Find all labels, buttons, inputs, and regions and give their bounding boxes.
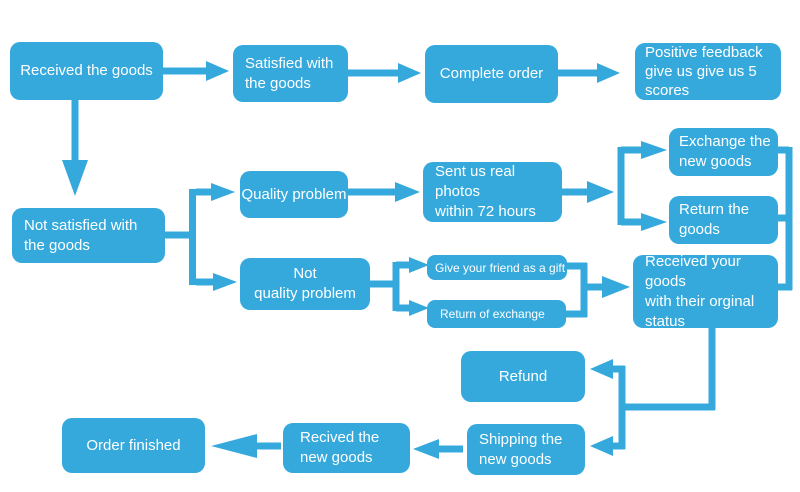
node-label: Received the goods <box>20 62 153 79</box>
arrowhead-icon <box>597 63 620 83</box>
node-label: Not satisfied with the goods <box>24 216 138 254</box>
node-return-of-exchange: Return of exchange <box>427 300 566 328</box>
arrowhead-icon <box>641 141 667 159</box>
node-label: Return the goods <box>679 201 750 238</box>
node-return-the-goods: Return the goods <box>669 196 778 244</box>
node-shipping-the-new-goods: Shipping the new goods <box>467 424 585 475</box>
node-label: Received your goods with their orginal s… <box>645 252 755 330</box>
node-label: Give your friend as a gift <box>435 260 566 275</box>
node-received-the-goods: Received the goods <box>10 42 163 100</box>
arrowhead-icon <box>211 183 235 201</box>
node-label: Return of exchange <box>440 307 545 321</box>
node-give-your-friend-as-a-gift: Give your friend as a gift <box>427 255 567 280</box>
arrowhead-icon <box>590 436 613 456</box>
node-quality-problem: Quality problem <box>240 171 348 218</box>
arrowhead-icon <box>398 63 421 83</box>
node-label: Shipping the new goods <box>479 430 563 468</box>
arrowhead-icon <box>211 434 257 458</box>
node-satisfied-with-the-goods: Satisfied with the goods <box>233 45 348 102</box>
arrowhead-icon <box>641 213 667 231</box>
node-label: Recived the new goods <box>300 429 380 466</box>
arrowhead-icon <box>409 257 429 273</box>
node-label: Sent us real photos within 72 hours <box>435 163 536 220</box>
node-label: Satisfied with the goods <box>245 54 334 92</box>
arrowhead-icon <box>206 61 229 81</box>
node-refund: Refund <box>461 351 585 402</box>
arrowhead-icon <box>395 182 420 202</box>
arrowhead-icon <box>62 160 88 196</box>
node-positive-feedback: Positive feedback give us give us 5 scor… <box>635 43 781 100</box>
node-label: Positive feedback give us give us 5 scor… <box>645 44 763 99</box>
arrowhead-icon <box>590 359 613 379</box>
node-label: Exchange the new goods <box>679 133 771 170</box>
node-recived-the-new-goods: Recived the new goods <box>283 423 410 473</box>
node-label: Quality problem <box>241 185 347 203</box>
node-sent-us-real-photos: Sent us real photos within 72 hours <box>423 162 562 222</box>
node-complete-order: Complete order <box>425 45 558 103</box>
arrowhead-icon <box>213 273 237 291</box>
arrowhead-icon <box>409 300 429 316</box>
node-label: Order finished <box>86 436 181 454</box>
arrowhead-icon <box>602 276 630 298</box>
node-label: Not quality problem <box>254 265 356 302</box>
node-order-finished: Order finished <box>62 418 205 473</box>
node-exchange-the-new-goods: Exchange the new goods <box>669 128 778 176</box>
arrowhead-icon <box>587 181 614 203</box>
node-received-your-goods-original-status: Received your goods with their orginal s… <box>633 253 778 330</box>
node-not-quality-problem: Not quality problem <box>240 258 370 310</box>
arrowhead-icon <box>413 439 439 459</box>
node-label: Refund <box>498 367 548 385</box>
node-label: Complete order <box>439 65 544 82</box>
node-not-satisfied-with-the-goods: Not satisfied with the goods <box>12 208 165 263</box>
